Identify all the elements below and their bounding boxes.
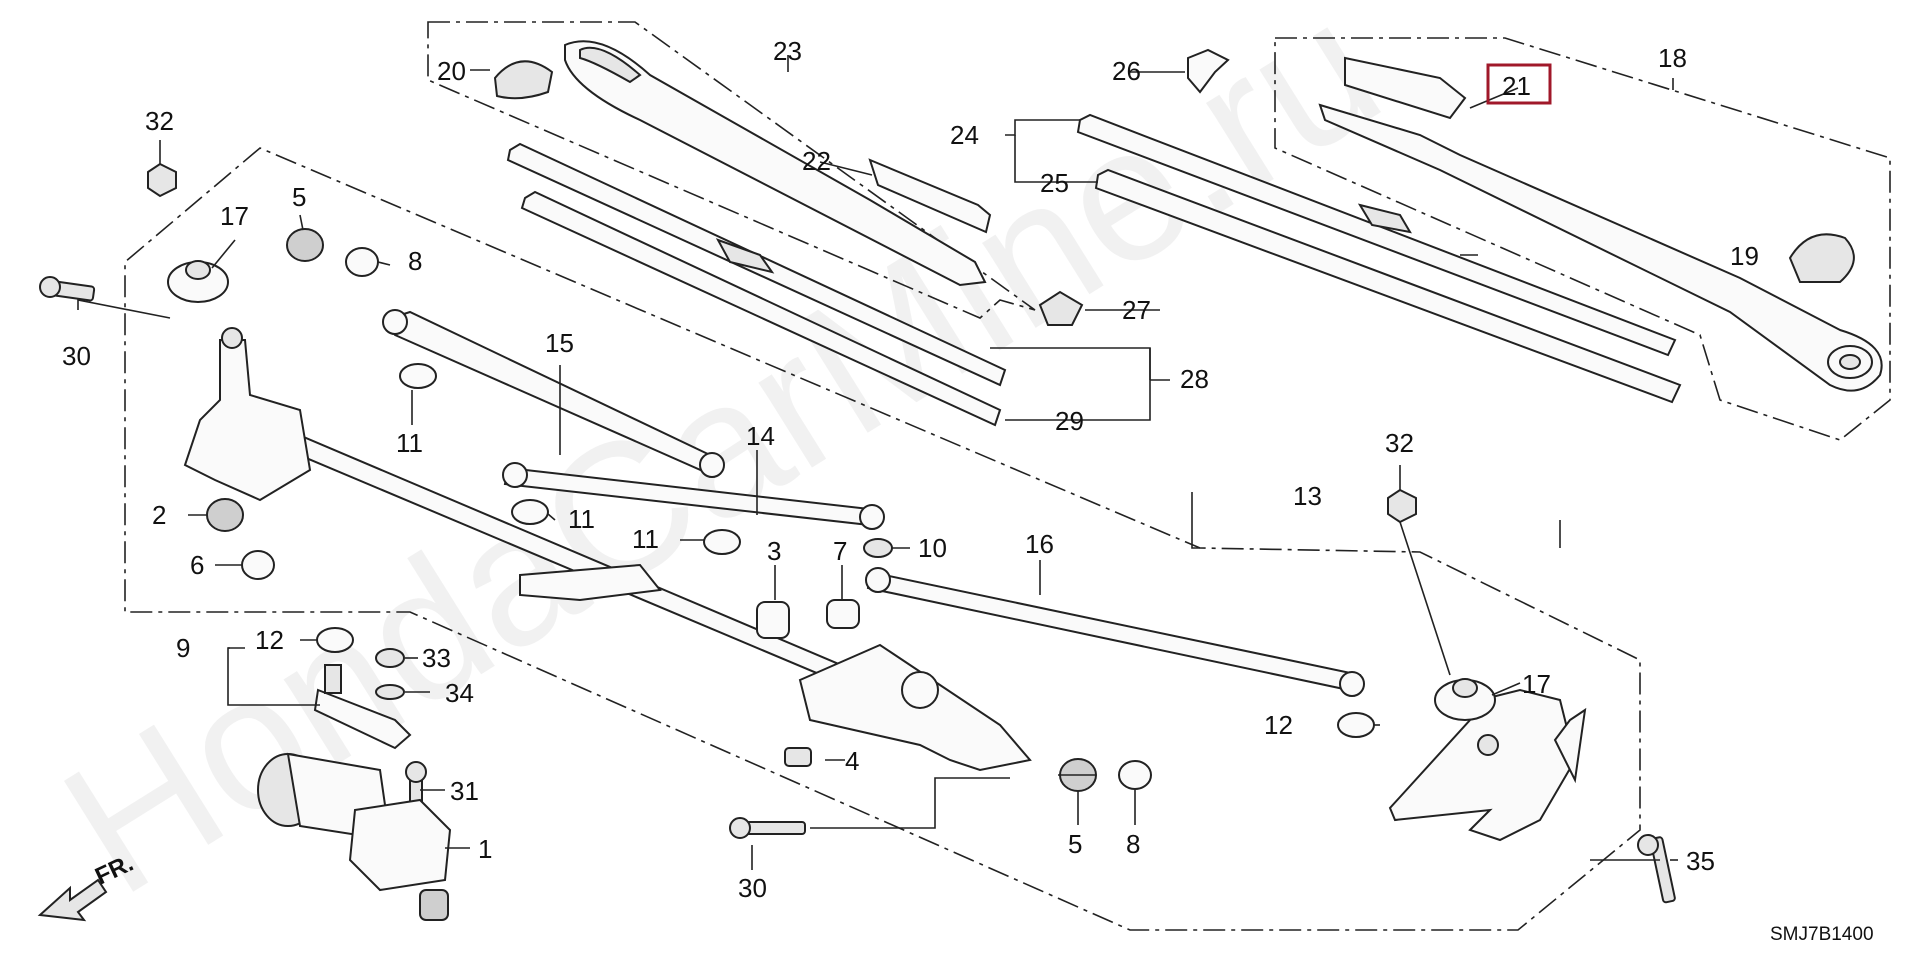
wiper-motor: [257, 752, 452, 921]
nut-32-b: [1387, 488, 1417, 524]
bushing-2: [206, 498, 244, 532]
callout-17-a: 17: [220, 201, 249, 231]
link-rod-16: [865, 567, 1365, 697]
link-9-assembly: [313, 664, 412, 750]
callout-12-b: 12: [1264, 710, 1293, 740]
callout-23: 23: [773, 36, 802, 66]
callout-32-b: 32: [1385, 428, 1414, 458]
callout-9: 9: [176, 633, 190, 663]
nut-4: [784, 747, 812, 767]
bushing-12-a: [316, 627, 354, 653]
bushing-11-a: [399, 363, 437, 389]
callout-26: 26: [1112, 56, 1141, 86]
blade-clip-26: [1187, 48, 1230, 94]
bushing-11-b: [511, 499, 549, 525]
passenger-wiper-blade: [1076, 113, 1682, 404]
callout-32-a: 32: [145, 106, 174, 136]
callout-5-bottom: 5: [1068, 829, 1082, 859]
link-rod-14: [502, 462, 885, 530]
callout-3: 3: [767, 536, 781, 566]
driver-wiper-blade: [506, 142, 1007, 427]
group-outline-driver-wiper-arm: [427, 21, 1036, 319]
group-outline-wiper-linkage: [124, 147, 1641, 931]
cushion-17-a: [167, 260, 229, 303]
callout-13: 13: [1293, 481, 1322, 511]
wiper-arm-cap-20: [493, 60, 554, 100]
callout-8-top: 8: [408, 246, 422, 276]
callout-5-top: 5: [292, 182, 306, 212]
bushing-5-a: [286, 228, 324, 262]
callout-35: 35: [1686, 846, 1715, 876]
bushing-11-c: [703, 529, 741, 555]
callout-18: 18: [1658, 43, 1687, 73]
callout-33: 33: [422, 643, 451, 673]
callout-2: 2: [152, 500, 166, 530]
nut-33: [375, 648, 405, 668]
cushion-17-b: [1434, 678, 1496, 721]
collar-8-b: [1118, 760, 1152, 790]
washer-34: [375, 684, 405, 700]
washer-10: [863, 538, 893, 558]
bolt-30-b: [729, 817, 806, 839]
nut-32-a: [147, 162, 177, 198]
callout-25: 25: [1040, 168, 1069, 198]
callout-1: 1: [478, 834, 492, 864]
callout-20: 20: [437, 56, 466, 86]
callout-4: 4: [845, 746, 859, 776]
diagram-code: SMJ7B1400: [1770, 924, 1874, 945]
callout-12-a: 12: [255, 625, 284, 655]
callout-34: 34: [445, 678, 474, 708]
wiper-arm-cap-19: [1788, 233, 1855, 283]
callout-6: 6: [190, 550, 204, 580]
callout-14: 14: [746, 421, 775, 451]
callout-8-bottom: 8: [1126, 829, 1140, 859]
callout-15: 15: [545, 328, 574, 358]
callout-11-c: 11: [632, 524, 659, 554]
bushing-12-b: [1337, 712, 1375, 738]
callout-7: 7: [833, 536, 847, 566]
blade-clip-27: [1038, 290, 1084, 326]
callout-10: 10: [918, 533, 947, 563]
collar-8-a: [345, 247, 379, 277]
passenger-wiper-arm: [1318, 56, 1883, 392]
driver-wiper-arm: [564, 40, 992, 287]
link-rod-15: [382, 309, 725, 478]
collar-6: [241, 550, 275, 580]
callout-29: 29: [1055, 406, 1084, 436]
grommet-3: [756, 601, 790, 639]
callout-24: 24: [950, 120, 979, 150]
callout-28: 28: [1180, 364, 1209, 394]
callout-31: 31: [450, 776, 479, 806]
callout-11-b: 11: [568, 504, 595, 534]
bolt-30-a: [39, 276, 96, 302]
callout-11-a: 11: [396, 428, 423, 458]
leader-lines: [77, 55, 1678, 870]
callout-17-b: 17: [1522, 669, 1551, 699]
wiper-linkage: [183, 327, 1587, 842]
callout-30-a: 30: [62, 341, 91, 371]
callout-labels: 1 2 3 4 5 5 6 7 8 8 9 10 11 11 11 12 12 …: [62, 36, 1759, 903]
highlight-box-21: [1486, 63, 1552, 105]
callout-21: 21: [1502, 71, 1531, 101]
callout-30-b: 30: [738, 873, 767, 903]
bolt-35: [1637, 834, 1676, 904]
callout-16: 16: [1025, 529, 1054, 559]
callout-19: 19: [1730, 241, 1759, 271]
grommet-7: [826, 599, 860, 629]
callout-27: 27: [1122, 295, 1151, 325]
callout-22: 22: [802, 146, 831, 176]
